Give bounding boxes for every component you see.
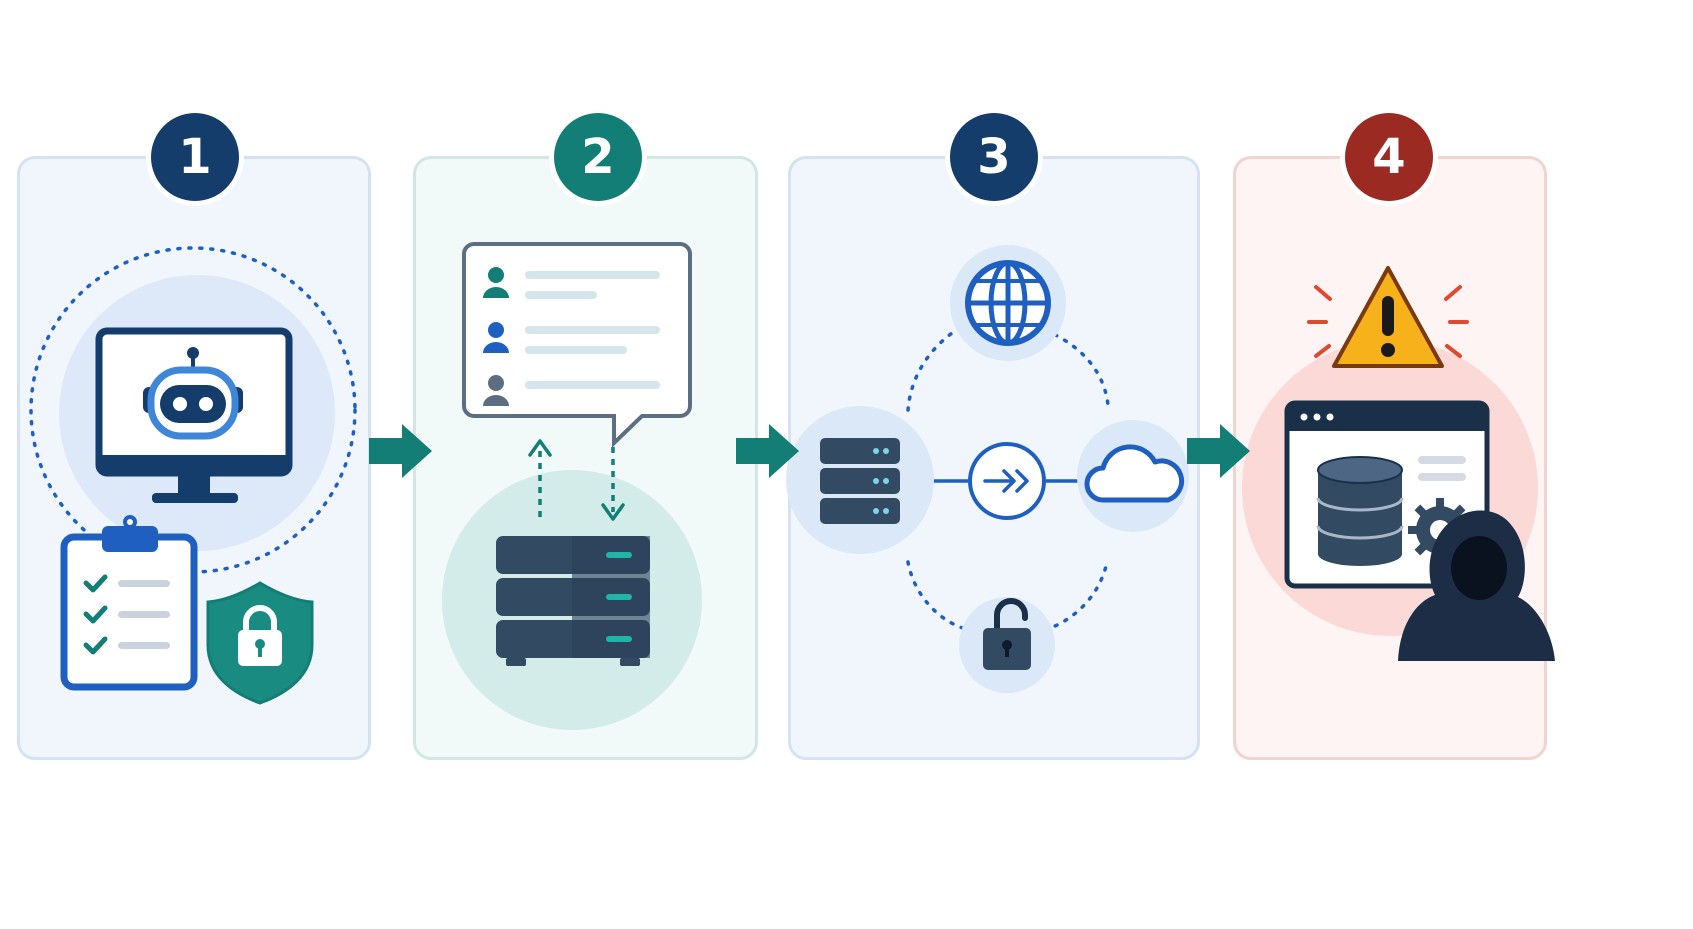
clipboard-checklist-icon <box>60 515 198 691</box>
server-rack-icon <box>442 439 702 730</box>
hooded-attacker-icon <box>1398 510 1555 661</box>
warning-triangle-icon <box>1307 266 1469 368</box>
arrow-right-icon <box>1187 424 1250 478</box>
step-2-badge: 2 <box>554 113 642 201</box>
step-4-badge: 4 <box>1345 113 1433 201</box>
arrow-right-icon <box>736 424 799 478</box>
step-1-badge: 1 <box>151 113 239 201</box>
globe-icon <box>950 245 1066 361</box>
unlocked-padlock-icon <box>959 597 1055 693</box>
forward-arrows-icon <box>968 442 1046 520</box>
step-2-number: 2 <box>581 129 615 185</box>
robot-monitor-icon <box>29 246 357 574</box>
server-stack-icon <box>786 406 934 554</box>
shield-lock-icon <box>206 581 314 705</box>
arrow-right-icon <box>369 424 432 478</box>
step-1-number: 1 <box>178 129 212 185</box>
user-list-chat-icon <box>462 242 692 448</box>
step-4-number: 4 <box>1372 129 1406 185</box>
step-3-number: 3 <box>977 129 1011 185</box>
cloud-icon <box>1077 420 1189 532</box>
step-3-badge: 3 <box>950 113 1038 201</box>
